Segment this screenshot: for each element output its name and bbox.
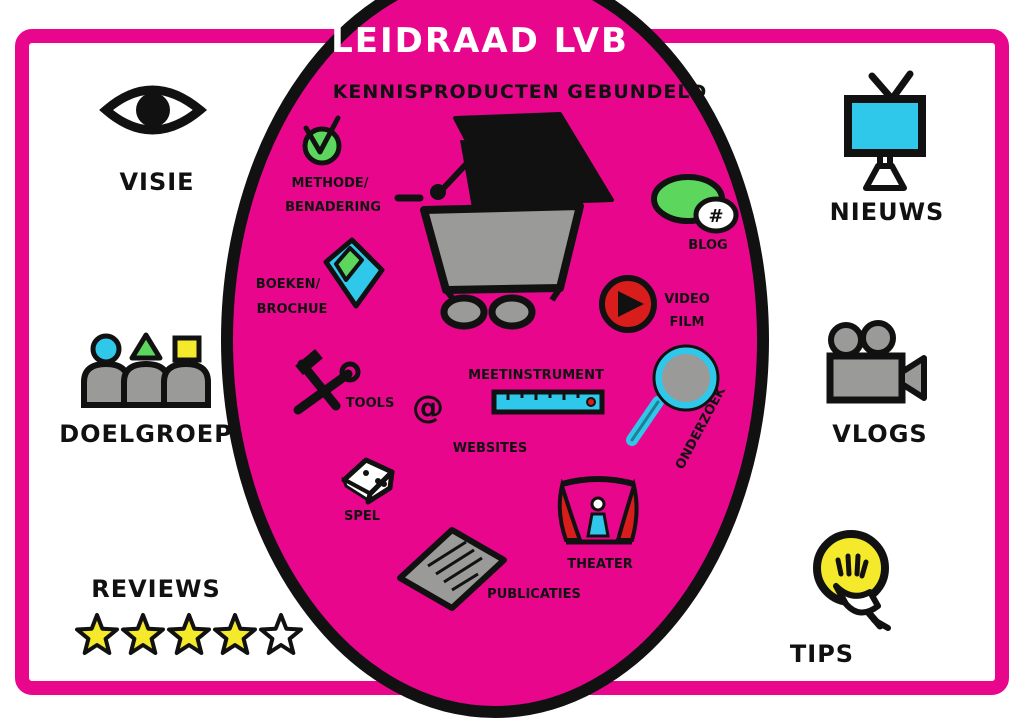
boeken-label-line2: BROCHUE: [257, 302, 328, 317]
page-subtitle: KENNISPRODUCTEN GEBUNDELD: [333, 81, 708, 103]
tools-icon: [293, 349, 361, 415]
methode-label-line2: BENADERING: [285, 200, 381, 215]
star-icon: [75, 613, 119, 655]
star-icon: [213, 613, 257, 655]
shopping-cart-icon: [394, 194, 584, 330]
eye-icon: [99, 85, 208, 135]
reviews-label: REVIEWS: [91, 575, 221, 603]
blog-label: BLOG: [688, 238, 727, 253]
nieuws-label: NIEUWS: [830, 198, 945, 226]
video-camera-icon: [826, 320, 927, 404]
lightbulb-icon: [813, 530, 891, 631]
graduation-cap-icon: [430, 112, 614, 216]
websites-label: WEBSITES: [453, 441, 527, 456]
document-icon: [397, 527, 507, 611]
at-icon: @: [412, 388, 444, 426]
magnifier-icon: [626, 344, 720, 446]
book-icon: [323, 237, 385, 309]
meetinstrument-label: MEETINSTRUMENT: [468, 368, 604, 383]
video-label-line1: VIDEO: [664, 292, 710, 307]
group-icon: [81, 332, 211, 408]
star-icon: [121, 613, 165, 655]
video-label-line2: FILM: [670, 315, 705, 330]
vlogs-label: VLOGS: [832, 420, 927, 448]
visie-label: VISIE: [119, 168, 194, 196]
methode-label-line1: METHODE/: [291, 176, 368, 191]
theater-icon: [557, 476, 639, 545]
page-title: LEIDRAAD LVB: [331, 21, 629, 61]
doelgroep-label: DOELGROEP: [59, 420, 233, 448]
blog-hashtag: #: [708, 206, 723, 227]
publicaties-label: PUBLICATIES: [487, 587, 581, 602]
video-play-icon: [599, 275, 657, 333]
checkmark-icon: [302, 115, 342, 166]
star-icon: [167, 613, 211, 655]
blog-bubble-icon: #: [651, 174, 739, 234]
theater-label: THEATER: [567, 557, 632, 572]
boeken-label-line1: BOEKEN/: [256, 277, 321, 292]
tools-label: TOOLS: [346, 396, 395, 411]
tips-label: TIPS: [790, 640, 854, 668]
ruler-icon: [491, 389, 605, 415]
dice-icon: [341, 457, 395, 505]
star-icon: [259, 613, 303, 655]
reviews-stars: [75, 613, 303, 655]
tv-icon: [844, 70, 926, 191]
spel-label: SPEL: [344, 509, 380, 524]
